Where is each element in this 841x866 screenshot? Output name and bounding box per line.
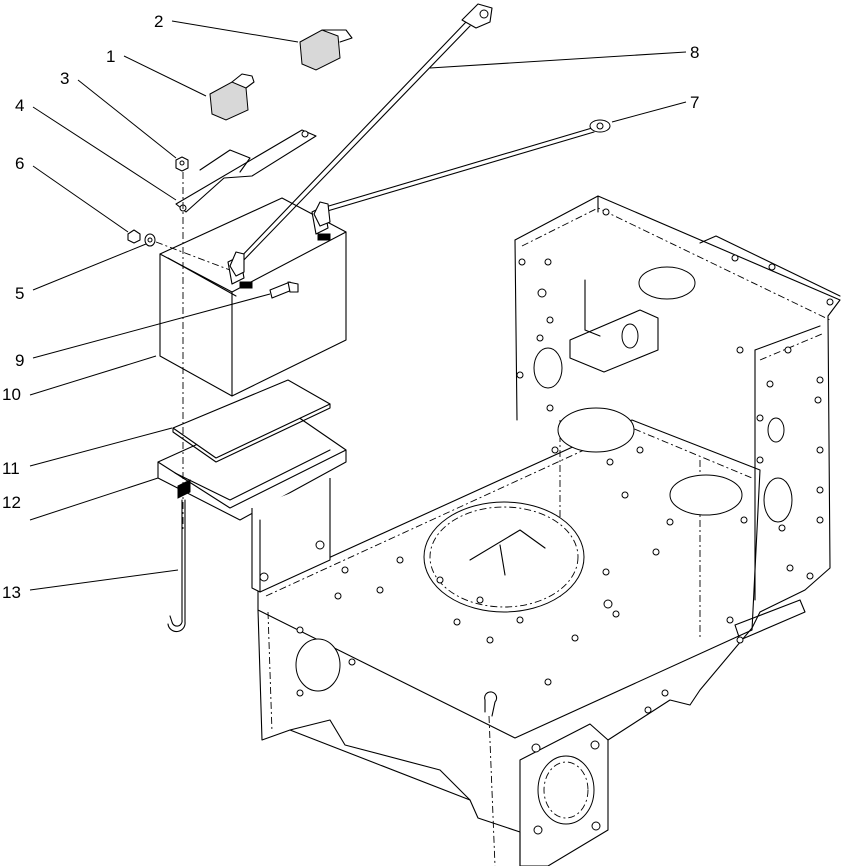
- terminal-cover-1: [209, 73, 255, 121]
- battery-pad: [172, 379, 331, 463]
- callout-2: 2: [154, 12, 163, 31]
- callout-1: 1: [106, 47, 115, 66]
- callout-3: 3: [60, 69, 69, 88]
- leader-2: [171, 20, 299, 43]
- callout-8: 8: [690, 43, 699, 62]
- leader-9: [32, 293, 271, 359]
- terminal-bolt: [269, 281, 299, 299]
- leader-7: [611, 101, 687, 123]
- leader-10: [29, 355, 157, 396]
- callout-5: 5: [15, 284, 24, 303]
- leader-13: [29, 569, 179, 591]
- j-bolt: [167, 499, 186, 633]
- battery-tray: [157, 405, 347, 593]
- leader-5: [32, 243, 147, 291]
- callout-11: 11: [2, 459, 20, 478]
- callout-7: 7: [690, 93, 699, 112]
- leader-3: [77, 79, 177, 159]
- callout-4: 4: [15, 96, 24, 115]
- callout-9: 9: [15, 351, 24, 370]
- battery: [159, 197, 347, 397]
- callout-13: 13: [2, 583, 21, 602]
- positive-cable: [229, 3, 493, 277]
- callouts: 1 2 3 4 6 5 9 10 11 12 13 8 7: [2, 12, 699, 602]
- hex-nut: [175, 156, 189, 172]
- leader-11: [29, 427, 173, 467]
- terminal-cover-2: [299, 29, 353, 71]
- leader-1: [123, 55, 207, 97]
- chassis-frame: [257, 195, 841, 866]
- terminal-nut-washer: [127, 229, 231, 271]
- callout-12: 12: [2, 493, 21, 512]
- callout-10: 10: [2, 385, 21, 404]
- leader-6: [32, 165, 129, 233]
- callout-6: 6: [15, 154, 24, 173]
- leader-8: [429, 51, 687, 69]
- frame-small-holes: [296, 208, 834, 835]
- leader-4: [32, 106, 177, 201]
- leader-12: [29, 477, 159, 521]
- negative-cable: [313, 119, 611, 227]
